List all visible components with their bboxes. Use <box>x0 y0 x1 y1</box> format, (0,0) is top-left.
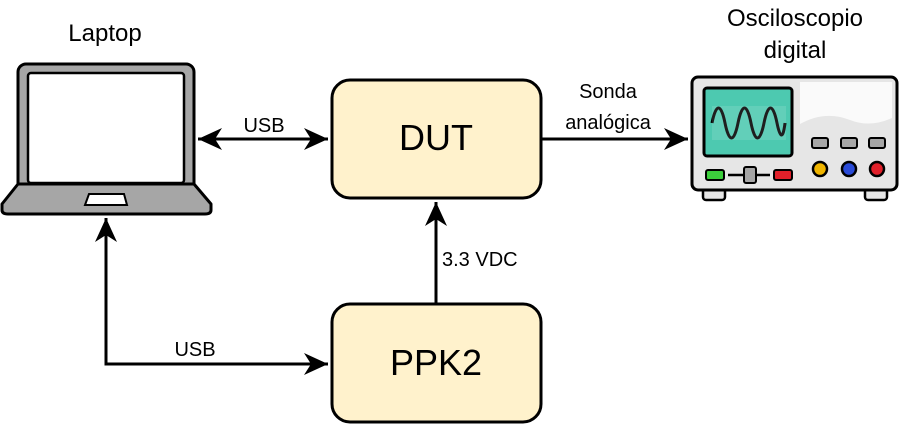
oscilloscope-label-line1: Osciloscopio <box>727 5 863 32</box>
dut-block: DUT <box>330 78 543 200</box>
usb-bottom-label: USB <box>174 339 215 361</box>
laptop-label: Laptop <box>68 20 141 47</box>
ppk2-block: PPK2 <box>330 302 543 424</box>
connector-laptop-ppk2 <box>95 218 328 375</box>
usb-top-label: USB <box>243 115 284 137</box>
oscilloscope-icon <box>690 75 899 202</box>
probe-label-line1: Sonda <box>579 81 638 103</box>
ppk2-label: PPK2 <box>390 342 482 383</box>
dut-label: DUT <box>399 117 473 158</box>
voltage-label: 3.3 VDC <box>442 249 518 271</box>
oscilloscope-label-line2: digital <box>764 37 827 64</box>
laptop-icon <box>0 62 213 216</box>
probe-label-line2: analógica <box>565 112 652 134</box>
